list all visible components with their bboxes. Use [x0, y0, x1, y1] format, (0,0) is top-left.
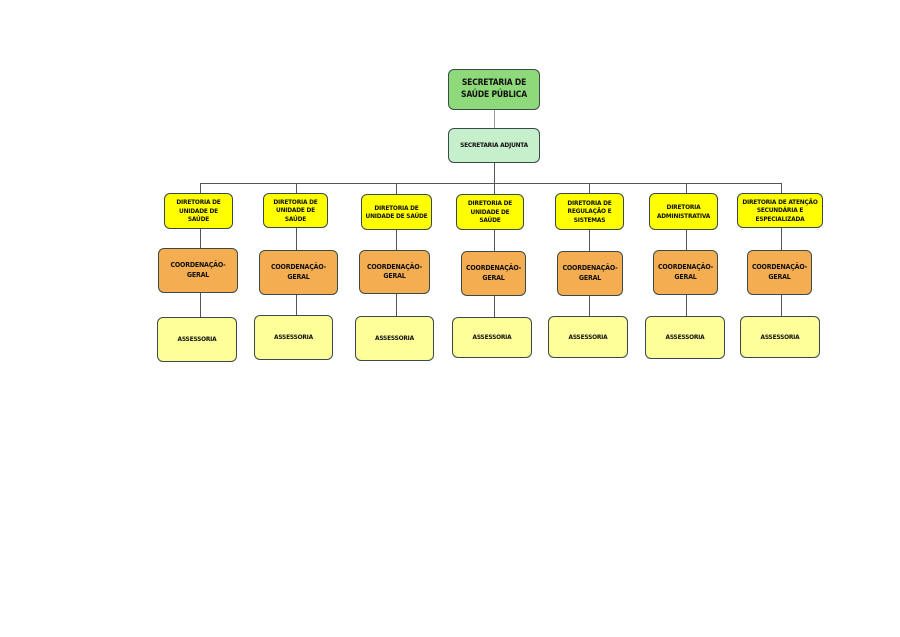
connector	[686, 295, 687, 316]
node-coordenacao-geral: COORDENAÇÃO-GERAL	[259, 250, 338, 295]
connector	[494, 230, 495, 251]
node-coordenacao-geral: COORDENAÇÃO-GERAL	[359, 250, 430, 294]
node-label: COORDENAÇÃO-GERAL	[465, 264, 522, 282]
connector	[200, 183, 201, 193]
connector	[296, 295, 297, 315]
connector	[396, 183, 397, 194]
node-label: SECRETARIA ADJUNTA	[460, 141, 528, 150]
node-label: ASSESSORIA	[568, 332, 608, 341]
connector	[781, 228, 782, 250]
node-label: DIRETORIA DE REGULAÇÃO E SISTEMAS	[567, 198, 612, 224]
node-label: COORDENAÇÃO-GERAL	[562, 264, 618, 282]
node-label: SECRETARIA DE SAÚDE PÚBLICA	[461, 78, 527, 100]
connector	[781, 295, 782, 316]
node-diretoria: DIRETORIA DE UNIDADE DE SAÚDE	[164, 193, 233, 229]
node-diretoria: DIRETORIA DE UNIDADE DE SAÚDE	[361, 194, 432, 230]
connector	[781, 183, 782, 193]
connector	[494, 163, 495, 183]
node-coordenacao-geral: COORDENAÇÃO-GERAL	[557, 251, 623, 296]
node-label: ASSESSORIA	[760, 332, 800, 341]
node-label: COORDENAÇÃO-GERAL	[366, 262, 423, 280]
connector	[589, 183, 590, 193]
node-label: DIRETORIA DE ATENÇÃO SECUNDÁRIA E ESPECI…	[742, 197, 818, 223]
node-assessoria: ASSESSORIA	[645, 316, 725, 359]
node-label: ASSESSORIA	[375, 334, 414, 343]
node-label: DIRETORIA DE UNIDADE DE SAÚDE	[273, 197, 318, 223]
node-coordenacao-geral: COORDENAÇÃO-GERAL	[461, 251, 526, 296]
node-label: ASSESSORIA	[665, 333, 705, 342]
connector	[686, 183, 687, 193]
node-label: COORDENAÇÃO-GERAL	[751, 263, 808, 281]
connector	[494, 110, 495, 128]
node-coordenacao-geral: COORDENAÇÃO-GERAL	[747, 250, 812, 295]
node-coordenacao-geral: COORDENAÇÃO-GERAL	[653, 250, 718, 295]
node-label: COORDENAÇÃO-GERAL	[170, 261, 226, 279]
connector	[396, 294, 397, 316]
node-label: ASSESSORIA	[472, 333, 512, 342]
connector	[296, 183, 297, 193]
node-diretoria: DIRETORIA DE UNIDADE DE SAÚDE	[456, 194, 524, 230]
node-assessoria: ASSESSORIA	[254, 315, 333, 360]
node-label: DIRETORIA DE UNIDADE DE SAÚDE	[365, 203, 428, 220]
connector	[200, 293, 201, 317]
connector	[200, 229, 201, 248]
node-label: ASSESSORIA	[177, 335, 217, 344]
node-label: COORDENAÇÃO-GERAL	[270, 263, 327, 281]
connector	[396, 230, 397, 250]
node-diretoria: DIRETORIA ADMINISTRATIVA	[649, 193, 718, 230]
node-diretoria: DIRETORIA DE ATENÇÃO SECUNDÁRIA E ESPECI…	[737, 193, 823, 228]
connector	[494, 183, 495, 194]
node-assessoria: ASSESSORIA	[548, 316, 628, 358]
connector	[589, 230, 590, 251]
node-assessoria: ASSESSORIA	[452, 317, 532, 358]
connector	[494, 296, 495, 317]
node-label: DIRETORIA DE UNIDADE DE SAÚDE	[176, 198, 221, 224]
node-assessoria: ASSESSORIA	[740, 316, 820, 358]
connector-horizontal	[200, 183, 782, 184]
node-assessoria: ASSESSORIA	[157, 317, 237, 362]
connector	[296, 228, 297, 250]
node-assessoria: ASSESSORIA	[355, 316, 434, 361]
node-secretaria-saude-publica: SECRETARIA DE SAÚDE PÚBLICA	[448, 69, 540, 110]
node-label: DIRETORIA DE UNIDADE DE SAÚDE	[467, 199, 513, 225]
connector	[686, 230, 687, 250]
node-label: ASSESSORIA	[274, 333, 313, 342]
connector	[589, 296, 590, 316]
node-secretaria-adjunta: SECRETARIA ADJUNTA	[448, 128, 540, 163]
node-diretoria: DIRETORIA DE UNIDADE DE SAÚDE	[263, 193, 328, 228]
node-label: COORDENAÇÃO-GERAL	[657, 263, 714, 281]
node-label: DIRETORIA ADMINISTRATIVA	[656, 203, 711, 220]
node-coordenacao-geral: COORDENAÇÃO-GERAL	[158, 248, 238, 293]
node-diretoria: DIRETORIA DE REGULAÇÃO E SISTEMAS	[555, 193, 624, 230]
